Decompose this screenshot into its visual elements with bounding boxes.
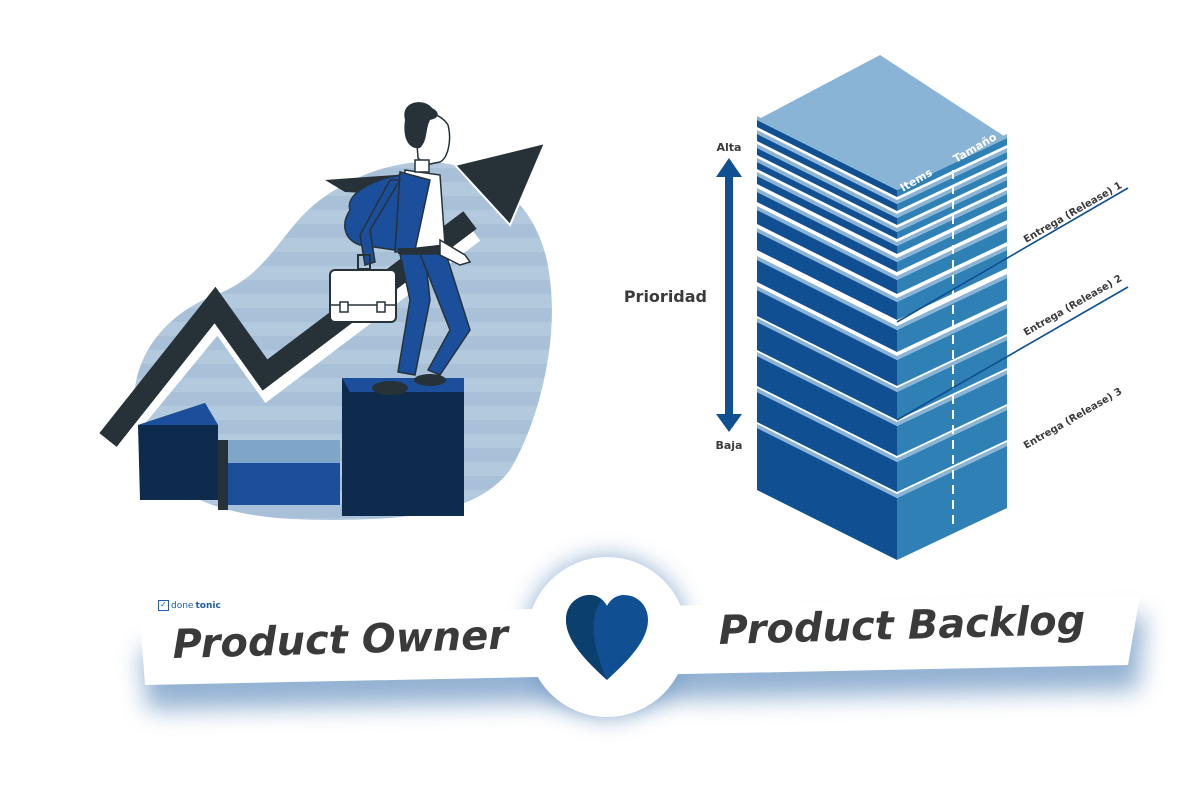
growth-arrowhead-icon	[453, 141, 547, 227]
briefcase-icon	[329, 254, 397, 323]
heart-icon	[566, 595, 648, 680]
priority-low-label: Baja	[715, 439, 742, 452]
release-2-line	[896, 286, 1129, 421]
brand-prefix: done	[171, 600, 194, 611]
checkbox-logo-icon: ✓	[158, 600, 169, 611]
businessman-figure	[325, 102, 472, 395]
release-1-line	[896, 187, 1129, 323]
backlog-stack	[757, 55, 1007, 560]
brand-suffix: tonic	[195, 600, 221, 611]
priority-high-label: Alta	[717, 141, 742, 154]
product-owner-title: Product Owner	[172, 612, 509, 668]
priority-arrow-icon	[716, 158, 742, 432]
priority-label: Prioridad	[624, 287, 707, 306]
